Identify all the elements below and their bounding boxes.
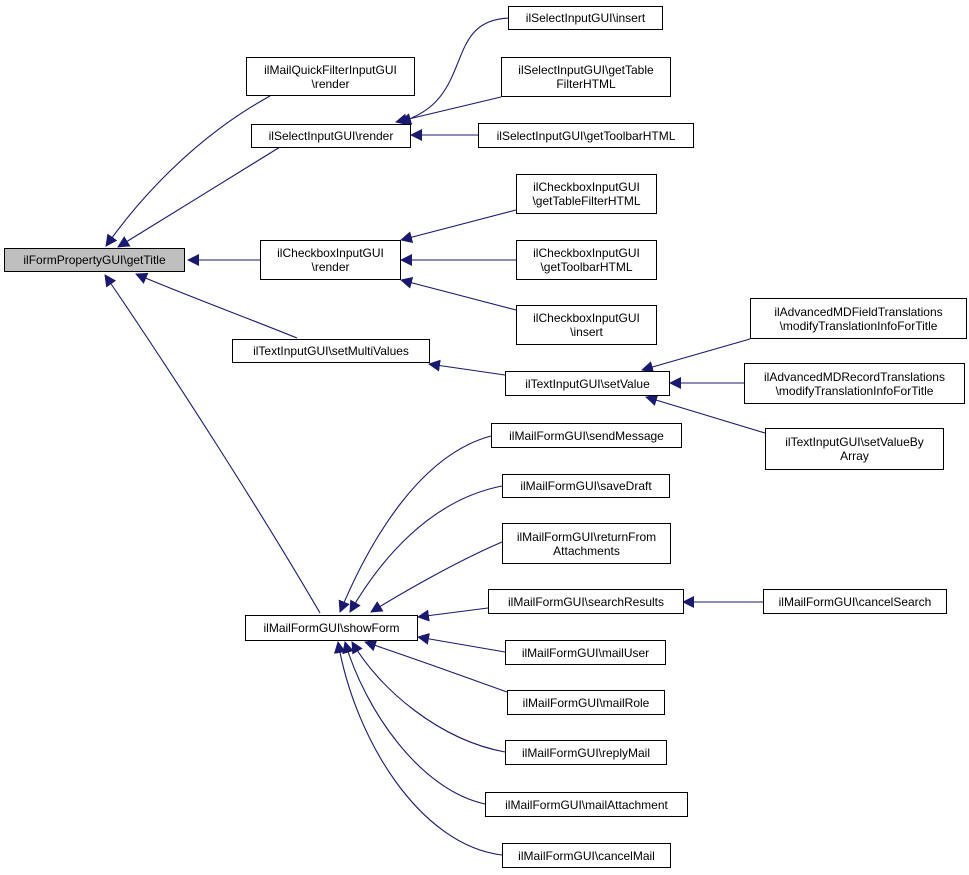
edge-savedraft-to-showform [349, 485, 503, 613]
edge-select-insert-to-select-render [399, 17, 513, 125]
edge-mailattachment-to-showform [342, 641, 486, 805]
node-mailform-cancelmail[interactable]: ilMailFormGUI\cancelMail [502, 843, 671, 868]
node-textinput-setvaluebyarray[interactable]: ilTextInputGUI\setValueBy Array [765, 428, 944, 470]
node-line: ilSelectInputGUI\getTable [518, 63, 654, 77]
edge-quickfilter-to-root [105, 95, 271, 247]
node-line: ilSelectInputGUI\render [268, 129, 394, 143]
node-checkboxinput-insert[interactable]: ilCheckboxInputGUI \insert [516, 305, 657, 345]
node-mailform-showform[interactable]: ilMailFormGUI\showForm [245, 615, 418, 641]
node-line: ilMailFormGUI\mailAttachment [505, 797, 668, 812]
node-line: ilTextInputGUI\setMultiValues [253, 344, 409, 358]
node-line: FilterHTML [556, 77, 616, 91]
node-mailform-mailuser[interactable]: ilMailFormGUI\mailUser [505, 640, 666, 665]
node-line: \modifyTranslationInfoForTitle [775, 383, 934, 398]
node-line: ilCheckboxInputGUI [533, 246, 640, 260]
node-line: ilMailFormGUI\replyMail [521, 745, 650, 760]
node-line: ilSelectInputGUI\insert [525, 11, 646, 25]
node-mailform-replymail[interactable]: ilMailFormGUI\replyMail [505, 740, 667, 765]
node-line: ilAdvancedMDFieldTranslations [774, 304, 943, 319]
node-selectinput-gettablefilterhtml[interactable]: ilSelectInputGUI\getTable FilterHTML [501, 57, 671, 97]
node-line: ilMailFormGUI\sendMessage [509, 428, 664, 443]
node-line: Attachments [553, 543, 620, 558]
node-line: ilMailFormGUI\mailRole [522, 695, 650, 710]
node-line: ilMailQuickFilterInputGUI [264, 62, 397, 77]
node-selectinput-insert[interactable]: ilSelectInputGUI\insert [508, 6, 663, 30]
edge-searchresults-to-showform [417, 607, 489, 622]
node-mailform-mailrole[interactable]: ilMailFormGUI\mailRole [507, 690, 665, 715]
edge-replymail-to-showform [351, 641, 506, 753]
node-line: \getToolbarHTML [540, 260, 633, 274]
node-line: ilMailFormGUI\returnFrom [516, 529, 657, 544]
edge-send-to-showform [338, 435, 492, 613]
node-checkboxinput-gettablefilterhtml[interactable]: ilCheckboxInputGUI \getTableFilterHTML [516, 174, 657, 214]
node-textinput-setvalue[interactable]: ilTextInputGUI\setValue [505, 371, 670, 396]
edge-mailrole-to-showform [364, 639, 508, 693]
node-line: ilCheckboxInputGUI [277, 246, 384, 260]
node-line: ilCheckboxInputGUI [533, 180, 640, 194]
node-advancedmdfieldtranslations-modify[interactable]: ilAdvancedMDFieldTranslations \modifyTra… [750, 298, 967, 339]
edge-select-render-to-root [117, 146, 281, 248]
node-line: ilTextInputGUI\setValueBy [785, 435, 924, 449]
node-line: ilMailFormGUI\mailUser [521, 645, 650, 660]
node-line: Array [840, 449, 869, 463]
node-checkboxinput-gettoolbarhtml[interactable]: ilCheckboxInputGUI \getToolbarHTML [516, 240, 657, 280]
node-checkboxinput-render[interactable]: ilCheckboxInputGUI \render [260, 240, 401, 280]
edge-returnfrom-to-showform [370, 541, 503, 613]
node-mailform-mailattachment[interactable]: ilMailFormGUI\mailAttachment [485, 792, 688, 817]
node-line: ilMailFormGUI\showForm [263, 621, 400, 635]
node-line: ilFormPropertyGUI\getTitle [23, 253, 166, 267]
edge-setvalue-to-setmulti [428, 359, 506, 376]
node-line: ilAdvancedMDRecordTranslations [764, 369, 945, 384]
node-line: ilSelectInputGUI\getToolbarHTML [496, 128, 676, 143]
edge-showform-to-root [104, 274, 321, 614]
node-mailform-searchresults[interactable]: ilMailFormGUI\searchResults [488, 589, 684, 614]
node-mailform-cancelsearch[interactable]: ilMailFormGUI\cancelSearch [763, 589, 947, 614]
edge-adv-field-to-setvalue [641, 338, 751, 373]
node-line: ilMailFormGUI\searchResults [507, 594, 665, 609]
edge-checkbox-insert-to-checkbox-render [400, 276, 517, 311]
node-line: ilCheckboxInputGUI [533, 311, 640, 325]
node-mailform-sendmessage[interactable]: ilMailFormGUI\sendMessage [491, 423, 682, 448]
edge-checkbox-gettable-to-checkbox-render [400, 209, 517, 244]
node-line: ilMailFormGUI\saveDraft [520, 479, 652, 493]
node-line: \render [311, 260, 350, 274]
node-mailform-returnfromattachments[interactable]: ilMailFormGUI\returnFrom Attachments [502, 523, 671, 564]
node-line: ilMailFormGUI\cancelMail [518, 848, 655, 863]
node-line: \modifyTranslationInfoForTitle [779, 318, 938, 333]
node-line: ilMailFormGUI\cancelSearch [778, 594, 932, 609]
edge-cancelmail-to-showform [333, 641, 503, 856]
node-textinput-setmultivalues[interactable]: ilTextInputGUI\setMultiValues [232, 339, 430, 363]
edge-select-gettable-to-select-render [395, 96, 502, 126]
node-selectinput-render[interactable]: ilSelectInputGUI\render [251, 124, 411, 148]
node-advancedmdrecordtranslations-modify[interactable]: ilAdvancedMDRecordTranslations \modifyTr… [744, 363, 965, 404]
node-line: \insert [570, 325, 603, 339]
node-selectinput-gettoolbarhtml[interactable]: ilSelectInputGUI\getToolbarHTML [478, 123, 694, 148]
edge-mailuser-to-showform [417, 632, 506, 653]
node-line: ilTextInputGUI\setValue [525, 376, 650, 391]
node-mailquickfilter-render[interactable]: ilMailQuickFilterInputGUI \render [246, 57, 415, 96]
edge-setmulti-to-root [135, 272, 298, 339]
node-formproperty-gettitle: ilFormPropertyGUI\getTitle [4, 248, 185, 272]
edge-setvaluebyarray-to-setvalue [645, 394, 766, 434]
node-line: \render [311, 76, 350, 91]
node-mailform-savedraft[interactable]: ilMailFormGUI\saveDraft [502, 474, 670, 498]
node-line: \getTableFilterHTML [532, 194, 641, 208]
